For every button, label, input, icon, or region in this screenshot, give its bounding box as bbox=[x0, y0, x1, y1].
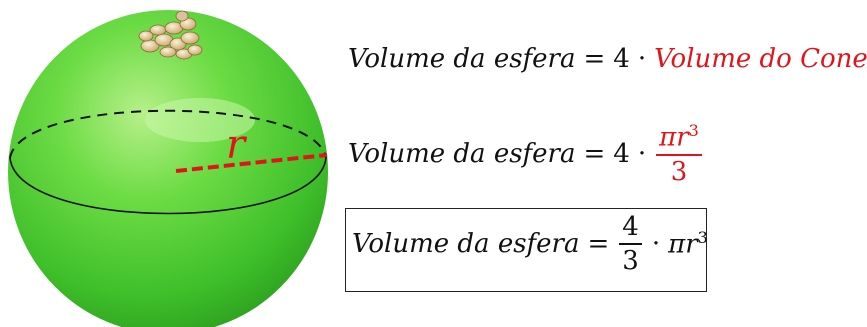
eq1-equals: = bbox=[583, 44, 606, 74]
eq2-numerator-term: πr bbox=[659, 122, 689, 153]
eq2-denominator: 3 bbox=[670, 156, 688, 187]
seeds-pile bbox=[138, 10, 203, 60]
eq3-dot: · bbox=[651, 229, 661, 259]
eq1-dot: · bbox=[637, 44, 647, 74]
eq1-cone-volume: Volume do Cone bbox=[654, 44, 867, 74]
equation-sphere-equals-4-cones: Volume da esfera = 4 · Volume do Cone bbox=[348, 44, 867, 74]
equation-cone-formula-substitution: Volume da esfera = 4 · πr3 3 bbox=[348, 123, 704, 185]
sphere-body bbox=[8, 10, 328, 327]
result-box bbox=[345, 208, 707, 292]
equation-sphere-volume-result: Volume da esfera = 4 3 · πr3 bbox=[352, 214, 708, 274]
radius-label: r bbox=[226, 122, 248, 168]
eq3-denominator: 3 bbox=[622, 246, 639, 276]
eq3-equals: = bbox=[587, 229, 610, 259]
eq3-term: πr3 bbox=[668, 228, 708, 260]
radius-line bbox=[175, 153, 328, 173]
eq2-dot: · bbox=[637, 138, 647, 169]
eq3-exponent: 3 bbox=[697, 228, 708, 248]
sphere-highlight bbox=[145, 98, 255, 142]
eq1-factor: 4 bbox=[613, 44, 630, 74]
eq1-lhs: Volume da esfera bbox=[348, 44, 576, 74]
eq3-numerator: 4 bbox=[619, 214, 642, 245]
equator-front-solid bbox=[9, 157, 327, 215]
eq2-fraction: πr3 3 bbox=[656, 123, 702, 185]
eq2-numerator: πr3 bbox=[656, 123, 702, 156]
eq3-term-text: πr bbox=[668, 229, 698, 260]
eq2-equals: = bbox=[583, 138, 606, 169]
equator-back-dashed bbox=[9, 109, 327, 159]
eq2-lhs: Volume da esfera bbox=[348, 138, 576, 169]
sphere-illustration: r bbox=[8, 10, 328, 327]
eq3-fraction: 4 3 bbox=[619, 214, 642, 274]
eq2-factor: 4 bbox=[613, 138, 630, 169]
eq2-exponent: 3 bbox=[688, 121, 699, 140]
eq3-lhs: Volume da esfera bbox=[352, 229, 580, 259]
